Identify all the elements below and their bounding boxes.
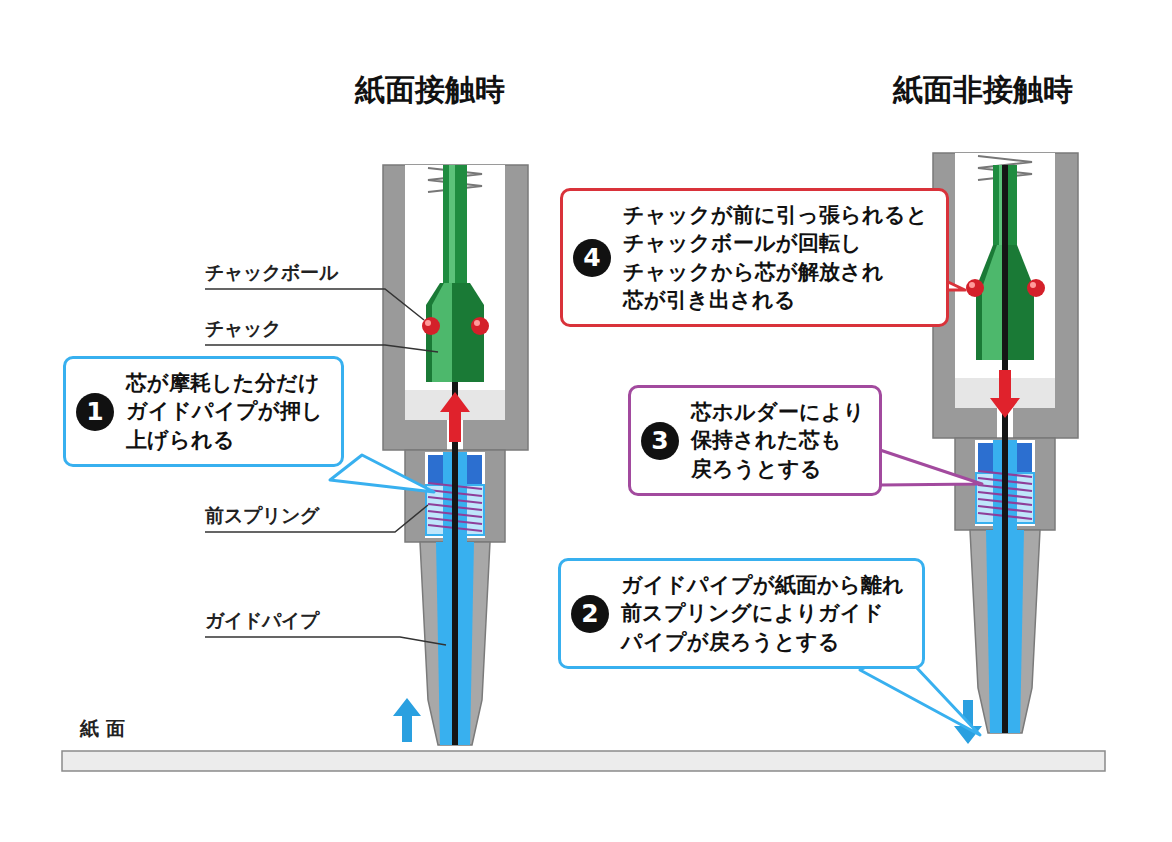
part-label: 前スプリング — [205, 503, 319, 529]
down-arrow — [990, 370, 1020, 418]
surface-label: 紙 面 — [80, 716, 125, 742]
callout-text: 芯が摩耗した分だけ ガイドパイプが押し 上げられる — [126, 369, 327, 454]
callout-number: 3 — [641, 422, 679, 460]
up-arrow — [393, 698, 421, 742]
callout-number: 1 — [76, 393, 114, 431]
pen-contact — [383, 165, 528, 745]
callout-box: 3 芯ホルダーにより 保持された芯も 戻ろうとする — [628, 385, 882, 496]
callout-box: 2 ガイドパイプが紙面から離れ 前スプリングによりガイド パイプが戻ろうとする — [558, 558, 925, 669]
callout-text: ガイドパイプが紙面から離れ 前スプリングによりガイド パイプが戻ろうとする — [621, 571, 908, 656]
up-arrow — [440, 392, 470, 442]
paper-surface — [62, 751, 1105, 771]
part-label: チャックボール — [205, 260, 338, 286]
callout-number: 2 — [571, 595, 609, 633]
pen-lifted — [933, 153, 1078, 733]
panel-title: 紙面非接触時 — [893, 70, 1073, 111]
callout-number: 4 — [573, 239, 611, 277]
panel-title: 紙面接触時 — [355, 70, 505, 111]
part-label: チャック — [205, 316, 281, 342]
callout-box: 4 チャックが前に引っ張られると チャックボールが回転し チャックから芯が解放され… — [560, 188, 949, 327]
part-label: ガイドパイプ — [205, 608, 319, 634]
callout-box: 1 芯が摩耗した分だけ ガイドパイプが押し 上げられる — [63, 356, 344, 467]
callout-text: 芯ホルダーにより 保持された芯も 戻ろうとする — [691, 398, 865, 483]
callout-text: チャックが前に引っ張られると チャックボールが回転し チャックから芯が解放され … — [623, 201, 932, 314]
